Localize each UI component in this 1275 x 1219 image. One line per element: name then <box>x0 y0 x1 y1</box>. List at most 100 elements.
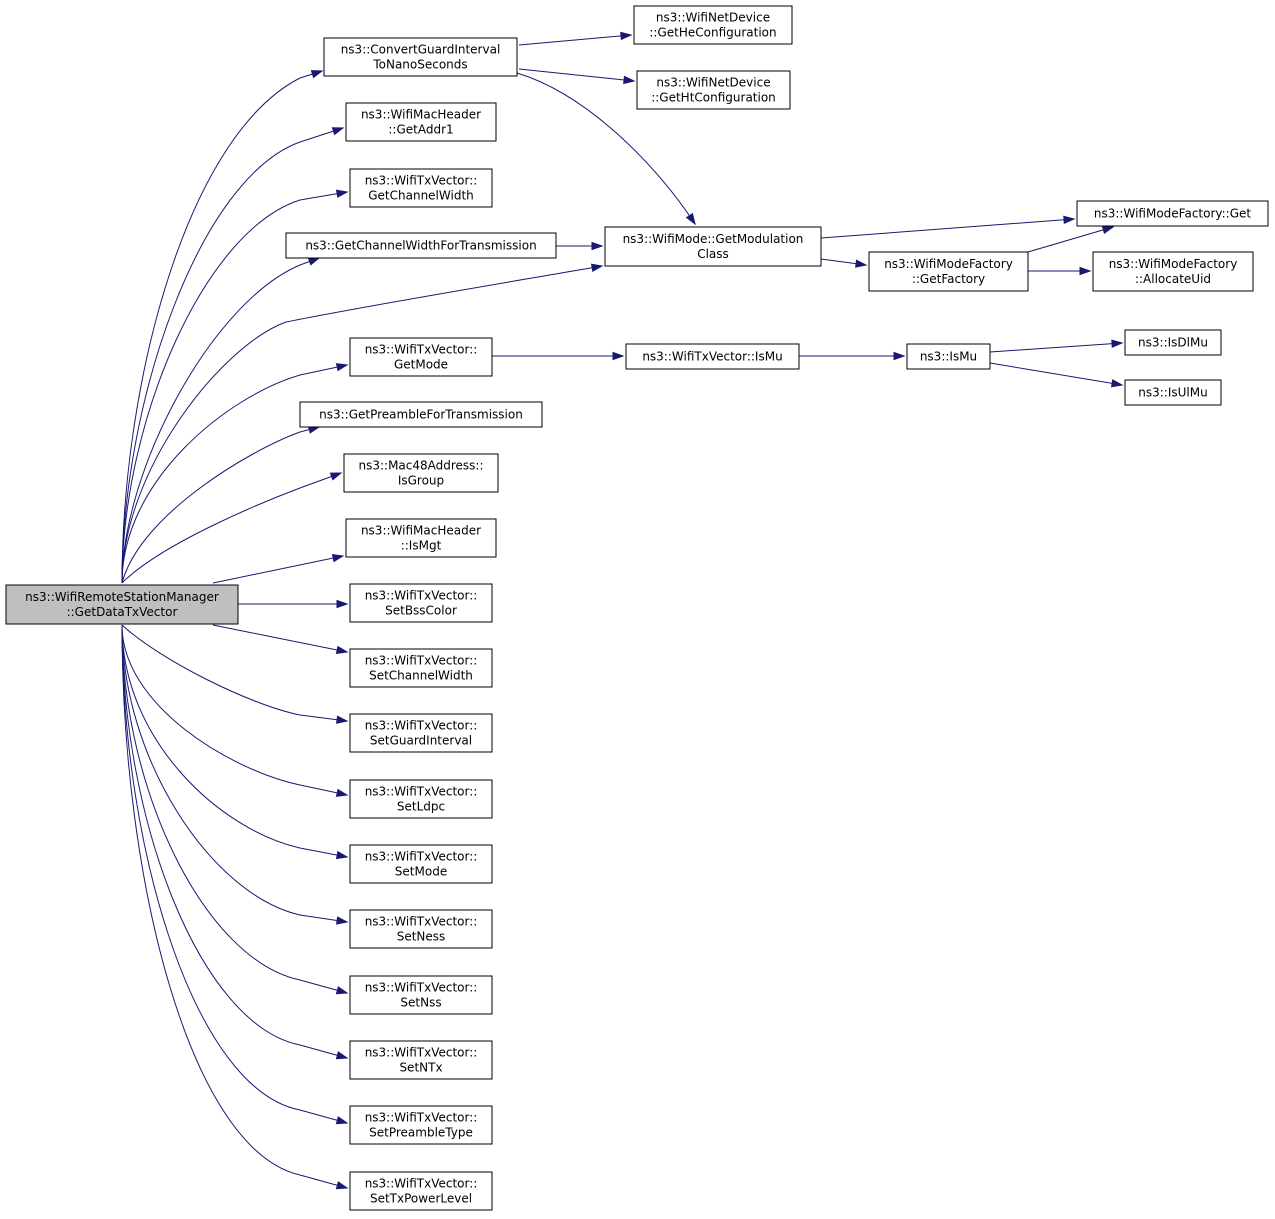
edge-arrowhead <box>335 1116 349 1125</box>
node-label-line: ns3::WifiTxVector:: <box>365 1111 478 1125</box>
function-node[interactable]: ns3::WifiNetDevice::GetHtConfiguration <box>636 70 791 110</box>
node-label-line: ns3::WifiTxVector:: <box>365 785 478 799</box>
node-label-line: ns3::WifiModeFactory <box>884 257 1013 271</box>
node-layer: ns3::WifiRemoteStationManager::GetDataTx… <box>5 5 1269 1211</box>
node-box <box>349 975 493 1015</box>
function-node[interactable]: ns3::WifiTxVector::SetBssColor <box>349 583 493 623</box>
node-label-line: ns3::WifiModeFactory::Get <box>1094 207 1251 221</box>
node-label-line: ns3::WifiTxVector::IsMu <box>642 350 782 364</box>
node-label-line: ns3::IsUlMu <box>1138 386 1207 400</box>
function-node[interactable]: ns3::WifiTxVector::SetMode <box>349 844 493 884</box>
edge-n0-n8 <box>212 554 345 584</box>
node-box <box>5 584 239 625</box>
edge-arrowhead <box>1063 215 1076 224</box>
function-node[interactable]: ns3::WifiTxVector::SetNess <box>349 909 493 949</box>
node-box <box>343 453 499 493</box>
node-label-line: SetNTx <box>399 1061 442 1075</box>
node-box <box>636 70 791 110</box>
function-node[interactable]: ns3::WifiNetDevice::GetHeConfiguration <box>633 5 793 45</box>
node-label-line: GetChannelWidth <box>368 189 474 203</box>
edge-line <box>121 624 348 796</box>
function-node[interactable]: ns3::WifiTxVector::GetMode <box>349 337 493 377</box>
edge-arrowhead <box>331 127 345 136</box>
function-node[interactable]: ns3::IsDlMu <box>1124 329 1222 356</box>
node-label-line: ns3::WifiModeFactory <box>1109 257 1238 271</box>
edge-n25-n26 <box>799 351 906 361</box>
edge-arrowhead <box>620 31 633 41</box>
node-label-line: IsGroup <box>398 474 444 488</box>
edge-line <box>121 624 348 722</box>
edge-line <box>121 364 348 584</box>
function-node[interactable]: ns3::WifiMacHeader::GetAddr1 <box>345 102 497 142</box>
edge-n1-n20 <box>518 68 636 85</box>
node-label-line: ::GetFactory <box>912 272 985 286</box>
edge-arrowhead <box>590 263 604 272</box>
node-label-line: ns3::WifiTxVector:: <box>365 343 478 357</box>
function-node[interactable]: ns3::WifiModeFactory::GetFactory <box>868 251 1029 292</box>
edge-line <box>518 34 632 46</box>
function-node[interactable]: ns3::IsUlMu <box>1124 379 1222 406</box>
edge-arrowhead <box>1101 225 1115 234</box>
node-label-line: SetMode <box>395 865 447 879</box>
edge-line <box>820 218 1075 239</box>
edge-arrowhead <box>335 1181 349 1190</box>
edge-n5-n25 <box>492 351 625 361</box>
function-node[interactable]: ns3::WifiTxVector::SetLdpc <box>349 779 493 819</box>
node-box <box>349 337 493 377</box>
node-box <box>1076 200 1269 227</box>
edge-arrowhead <box>335 788 349 797</box>
function-node[interactable]: ns3::WifiTxVector::SetGuardInterval <box>349 713 493 753</box>
node-label-line: ns3::IsDlMu <box>1138 336 1208 350</box>
edge-n23-n24 <box>1028 266 1092 276</box>
edge-arrowhead <box>685 212 696 226</box>
edge-n0-n1 <box>121 70 324 584</box>
edge-arrowhead <box>336 599 349 609</box>
function-node[interactable]: ns3::IsMu <box>906 343 991 370</box>
function-node[interactable]: ns3::WifiTxVector::SetChannelWidth <box>349 648 493 688</box>
function-node[interactable]: ns3::WifiTxVector::GetChannelWidth <box>349 168 493 208</box>
function-node[interactable]: ns3::WifiTxVector::SetTxPowerLevel <box>349 1171 493 1211</box>
function-node[interactable]: ns3::WifiTxVector::IsMu <box>625 343 800 370</box>
function-node[interactable]: ns3::WifiModeFactory::Get <box>1076 200 1269 227</box>
node-label-line: SetBssColor <box>385 604 457 618</box>
function-node[interactable]: ns3::WifiTxVector::SetNTx <box>349 1040 493 1080</box>
edge-arrowhead <box>591 241 604 251</box>
node-box <box>1124 329 1222 356</box>
edge-n26-n27 <box>989 339 1124 353</box>
node-label-line: ns3::ConvertGuardInterval <box>341 43 501 57</box>
node-label-line: ns3::IsMu <box>920 350 977 364</box>
node-label-line: ns3::GetChannelWidthForTransmission <box>305 239 536 253</box>
edge-n26-n28 <box>989 362 1124 388</box>
function-node[interactable]: ns3::WifiTxVector::SetPreambleType <box>349 1105 493 1145</box>
node-box <box>285 232 557 259</box>
node-label-line: ns3::WifiNetDevice <box>656 11 770 25</box>
node-label-line: ns3::WifiTxVector:: <box>365 915 478 929</box>
edge-n0-n15 <box>121 624 349 995</box>
edge-arrowhead <box>331 554 345 563</box>
edge-arrowhead <box>335 189 349 198</box>
edge-line <box>121 127 344 584</box>
node-label-line: Class <box>697 247 729 261</box>
edge-line <box>989 342 1123 353</box>
function-node[interactable]: ns3::GetPreambleForTransmission <box>299 401 543 428</box>
edge-n23-n22 <box>1027 225 1115 253</box>
node-label-line: GetMode <box>394 358 448 372</box>
function-node[interactable]: ns3::Mac48Address::IsGroup <box>343 453 499 493</box>
function-node[interactable]: ns3::WifiMacHeader::IsMgt <box>345 518 497 558</box>
edge-arrowhead <box>623 75 636 85</box>
node-box <box>1092 251 1254 292</box>
function-node[interactable]: ns3::WifiModeFactory::AllocateUid <box>1092 251 1254 292</box>
node-box <box>349 168 493 208</box>
node-label-line: ns3::WifiTxVector:: <box>365 719 478 733</box>
node-box <box>349 648 493 688</box>
node-label-line: ::GetHeConfiguration <box>649 26 776 40</box>
function-node[interactable]: ns3::GetChannelWidthForTransmission <box>285 232 557 259</box>
edge-arrowhead <box>335 916 349 925</box>
node-box <box>868 251 1029 292</box>
node-box <box>349 583 493 623</box>
function-node[interactable]: ns3::WifiTxVector::SetNss <box>349 975 493 1015</box>
node-label-line: ns3::WifiMacHeader <box>361 108 481 122</box>
edge-n1-n21 <box>516 72 696 226</box>
